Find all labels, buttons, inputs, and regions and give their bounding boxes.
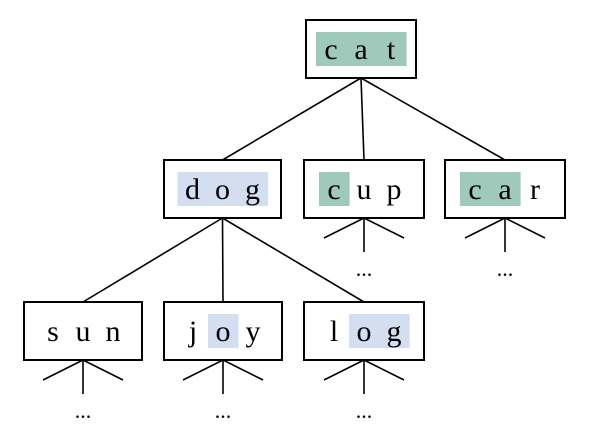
node-letter: d bbox=[185, 173, 200, 206]
stub-joy: ... bbox=[182, 359, 264, 423]
node-letter: c bbox=[468, 173, 481, 206]
node-box bbox=[23, 301, 143, 361]
node-letter: t bbox=[387, 33, 396, 66]
stub-line bbox=[363, 217, 405, 239]
node-letter: o bbox=[216, 315, 231, 348]
stub-car: ... bbox=[464, 217, 546, 281]
stub-line bbox=[82, 359, 124, 381]
letter-highlight bbox=[319, 172, 350, 206]
letter-highlight bbox=[460, 172, 491, 206]
stub-log: ... bbox=[323, 359, 405, 423]
stub-line bbox=[323, 217, 365, 239]
edge-cat-car bbox=[360, 77, 506, 161]
node-letter: g bbox=[245, 173, 260, 206]
edge-cat-dog bbox=[222, 77, 362, 161]
unexpanded-branch-stubs: ............... bbox=[42, 217, 546, 423]
node-letter: c bbox=[327, 173, 340, 206]
stub-line bbox=[42, 359, 84, 381]
node-letter: a bbox=[354, 33, 367, 66]
node-letter: c bbox=[324, 33, 337, 66]
node-letter: g bbox=[387, 315, 402, 348]
stub-line bbox=[363, 359, 405, 381]
stub-sun: ... bbox=[42, 359, 124, 423]
tree-edges bbox=[82, 77, 506, 303]
letter-highlight bbox=[379, 314, 410, 348]
letter-highlight bbox=[346, 32, 377, 66]
node-letter: o bbox=[215, 173, 230, 206]
letter-highlight bbox=[207, 172, 239, 206]
edge-dog-sun bbox=[82, 217, 223, 303]
node-letter: j bbox=[188, 315, 197, 348]
stub-line bbox=[464, 217, 506, 239]
node-letter: y bbox=[246, 315, 261, 348]
stub-line bbox=[182, 359, 224, 381]
ellipsis: ... bbox=[356, 256, 373, 281]
letter-highlight bbox=[490, 172, 521, 206]
node-letter: a bbox=[498, 173, 511, 206]
letter-highlight bbox=[376, 32, 407, 66]
ellipsis: ... bbox=[356, 398, 373, 423]
node-letter: l bbox=[330, 315, 338, 348]
ellipsis: ... bbox=[497, 256, 514, 281]
stub-line bbox=[222, 359, 264, 381]
letter-highlight bbox=[316, 32, 347, 66]
letter-highlight bbox=[177, 172, 209, 206]
letter-highlight bbox=[349, 314, 380, 348]
node-letter: u bbox=[357, 173, 372, 206]
ellipsis: ... bbox=[215, 398, 232, 423]
edge-dog-joy bbox=[221, 217, 224, 303]
stub-cup: ... bbox=[323, 217, 405, 281]
stub-line bbox=[323, 359, 365, 381]
ellipsis: ... bbox=[75, 398, 92, 423]
edge-cat-cup bbox=[360, 77, 365, 161]
node-letter: u bbox=[76, 315, 91, 348]
node-letter: o bbox=[357, 315, 372, 348]
letter-highlight bbox=[237, 172, 269, 206]
node-letter: r bbox=[530, 173, 540, 206]
node-letter: s bbox=[47, 315, 59, 348]
node-letter: n bbox=[106, 315, 121, 348]
stub-line bbox=[504, 217, 546, 239]
node-letter: p bbox=[387, 173, 402, 206]
edge-dog-log bbox=[222, 217, 365, 303]
letter-highlight bbox=[208, 314, 239, 348]
